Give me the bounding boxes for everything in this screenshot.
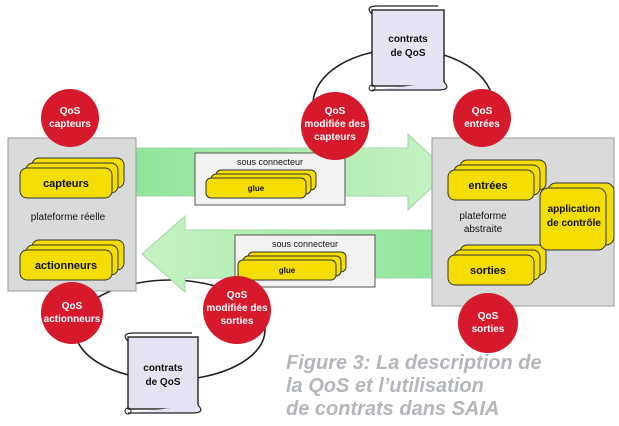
contract-top-line1: contrats: [388, 34, 428, 45]
contract-scroll-bottom: contrats de QoS: [124, 332, 202, 415]
plateforme-reelle-label: plateforme réelle: [31, 212, 106, 223]
plateforme-abstraite-label-2: abstraite: [464, 224, 503, 235]
connector-bottom: sous connecteur glue: [234, 234, 376, 288]
qos-mod-capteurs-line3: capteurs: [314, 132, 356, 143]
glue-top-label: glue: [248, 184, 265, 193]
application-box: application de contrôle: [539, 182, 615, 251]
glue-bottom-label: glue: [279, 266, 296, 275]
connector-top-title: sous connecteur: [237, 157, 303, 167]
qos-mod-sorties-line1: QoS: [227, 290, 248, 301]
qos-entrees-circle: QoS entrées: [453, 89, 511, 147]
qos-mod-capteurs-line2: modifiée des: [304, 119, 366, 130]
qos-mod-capteurs-line1: QoS: [325, 106, 346, 117]
caption-line-3: de contrats dans SAIA: [286, 398, 500, 420]
qos-actionneurs-circle: QoS actionneurs: [41, 282, 103, 344]
qos-mod-sorties-line3: sorties: [221, 316, 254, 327]
qos-capteurs-line2: capteurs: [49, 119, 91, 130]
plateforme-abstraite-label-1: plateforme: [459, 211, 507, 222]
qos-capteurs-line1: QoS: [60, 106, 81, 117]
contract-bottom-line1: contrats: [143, 363, 183, 374]
qos-capteurs-circle: QoS capteurs: [41, 89, 99, 147]
connector-top: sous connecteur glue: [194, 152, 346, 206]
actionneurs-label: actionneurs: [35, 260, 97, 272]
sorties-label: sorties: [470, 265, 506, 277]
contract-top-line2: de QoS: [390, 48, 425, 59]
qos-mod-sorties-line2: modifiée des: [206, 303, 268, 314]
qos-modifiee-capteurs-circle: QoS modifiée des capteurs: [301, 92, 369, 160]
application-label-2: de contrôle: [547, 218, 601, 229]
qos-actionneurs-line2: actionneurs: [44, 314, 101, 325]
capteurs-stack: capteurs: [19, 157, 125, 199]
sorties-stack: sorties: [447, 244, 547, 286]
qos-sorties-line1: QoS: [478, 311, 499, 322]
contract-scroll-top: contrats de QoS: [368, 5, 448, 92]
qos-actionneurs-line1: QoS: [62, 301, 83, 312]
qos-sorties-circle: QoS sorties: [458, 293, 518, 353]
figure-caption: Figure 3: La description de la QoS et l’…: [286, 352, 619, 426]
actionneurs-stack: actionneurs: [19, 239, 125, 281]
qos-entrees-line1: QoS: [472, 106, 493, 117]
caption-line-1: Figure 3: La description de: [286, 352, 542, 374]
entrees-label: entrées: [468, 180, 507, 192]
entrees-stack: entrées: [447, 159, 547, 201]
contract-bottom-line2: de QoS: [145, 377, 180, 388]
qos-sorties-line2: sorties: [472, 324, 505, 335]
caption-line-2: la QoS et l’utilisation: [286, 375, 484, 397]
qos-modifiee-sorties-circle: QoS modifiée des sorties: [203, 276, 271, 344]
connector-bottom-title: sous connecteur: [272, 239, 338, 249]
qos-entrees-line2: entrées: [464, 119, 500, 130]
capteurs-label: capteurs: [43, 178, 89, 190]
application-label-1: application: [548, 204, 601, 215]
